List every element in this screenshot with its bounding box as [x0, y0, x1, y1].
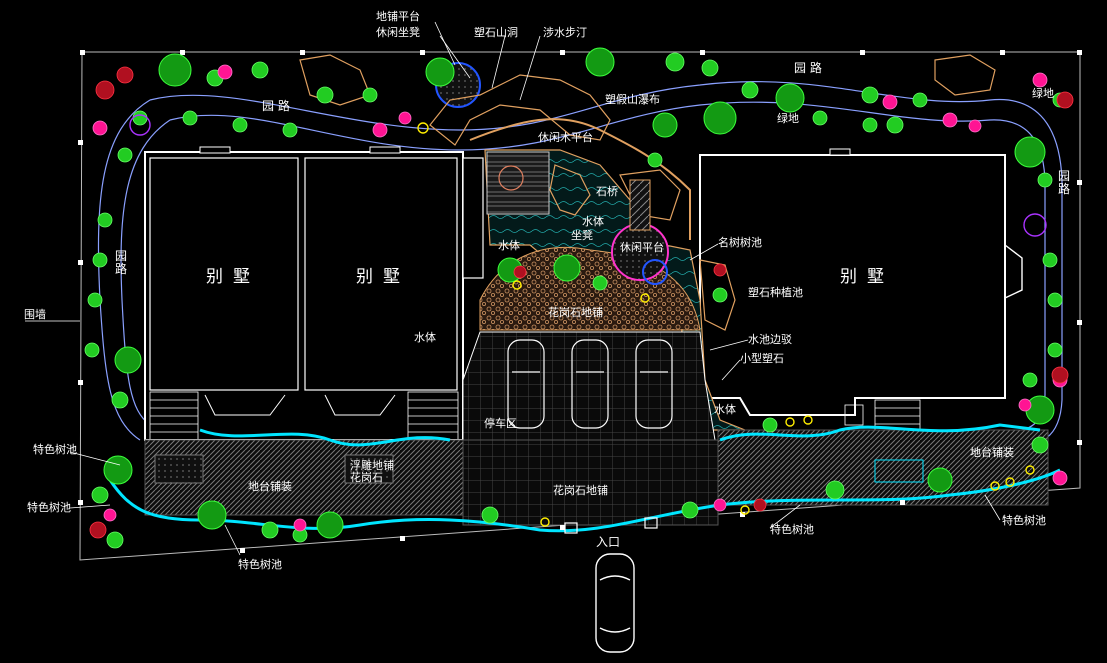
- label-terrace-paving-right: 地台铺装: [970, 446, 1014, 459]
- label-garden-road-top-right: 园 路: [794, 61, 822, 75]
- label-rockery-waterfall: 塑假山瀑布: [605, 93, 660, 106]
- label-bench-center: 坐凳: [571, 229, 593, 242]
- label-feature-tree-pool-right: 特色树池: [1002, 514, 1046, 527]
- label-leisure-platform: 休闲平台: [620, 241, 664, 254]
- label-greenland-top: 绿地: [777, 112, 799, 125]
- label-leisure-bench-top: 休闲坐凳: [376, 26, 420, 39]
- label-pond-edge: 水池边驳: [748, 333, 792, 346]
- label-granite: 花岗石: [350, 471, 383, 484]
- label-parking: 停车区: [484, 417, 517, 430]
- label-entrance: 入口: [596, 535, 621, 549]
- label-paving-platform: 地铺平台: [376, 10, 420, 23]
- label-stepping-stones: 涉水步汀: [543, 26, 587, 39]
- label-garden-road-top-left: 园 路: [262, 99, 290, 113]
- label-water-body-left: 水体: [498, 239, 520, 252]
- label-feature-tree-pool-bottom: 特色树池: [238, 558, 282, 571]
- label-rockery-planter: 塑石种植池: [748, 286, 803, 299]
- label-terrace-paving-left: 地台铺装: [248, 480, 292, 493]
- label-feature-tree-pool-center: 特色树池: [770, 523, 814, 536]
- label-famous-tree-pool: 名树树池: [718, 236, 762, 249]
- label-stone-bridge: 石桥: [596, 185, 618, 198]
- label-water-body-villa: 水体: [414, 331, 436, 344]
- label-water-body-center: 水体: [582, 215, 604, 228]
- label-greenland-right: 绿地: [1032, 87, 1054, 100]
- label-feature-tree-pool-left-2: 特色树池: [27, 501, 71, 514]
- label-villa-1: 别墅: [206, 267, 260, 287]
- label-rockery-cave: 塑石山洞: [474, 26, 518, 39]
- label-small-rockery: 小型塑石: [740, 352, 784, 365]
- label-garden-road-right: 园路: [1057, 169, 1070, 196]
- label-villa-2: 别墅: [356, 267, 410, 287]
- label-granite-paving-top: 花岗石地铺: [548, 306, 603, 319]
- label-granite-paving-bottom: 花岗石地铺: [553, 484, 608, 497]
- label-wooden-platform: 休闲木平台: [538, 131, 593, 144]
- label-garden-road-left: 园路: [114, 249, 127, 276]
- label-villa-3: 别墅: [840, 267, 894, 287]
- label-feature-tree-pool-left-1: 特色树池: [33, 443, 77, 456]
- label-enclosure-wall: 围墙: [24, 308, 46, 321]
- label-carved-paving: 浮雕地铺: [350, 459, 394, 472]
- label-water-body-right: 水体: [714, 403, 736, 416]
